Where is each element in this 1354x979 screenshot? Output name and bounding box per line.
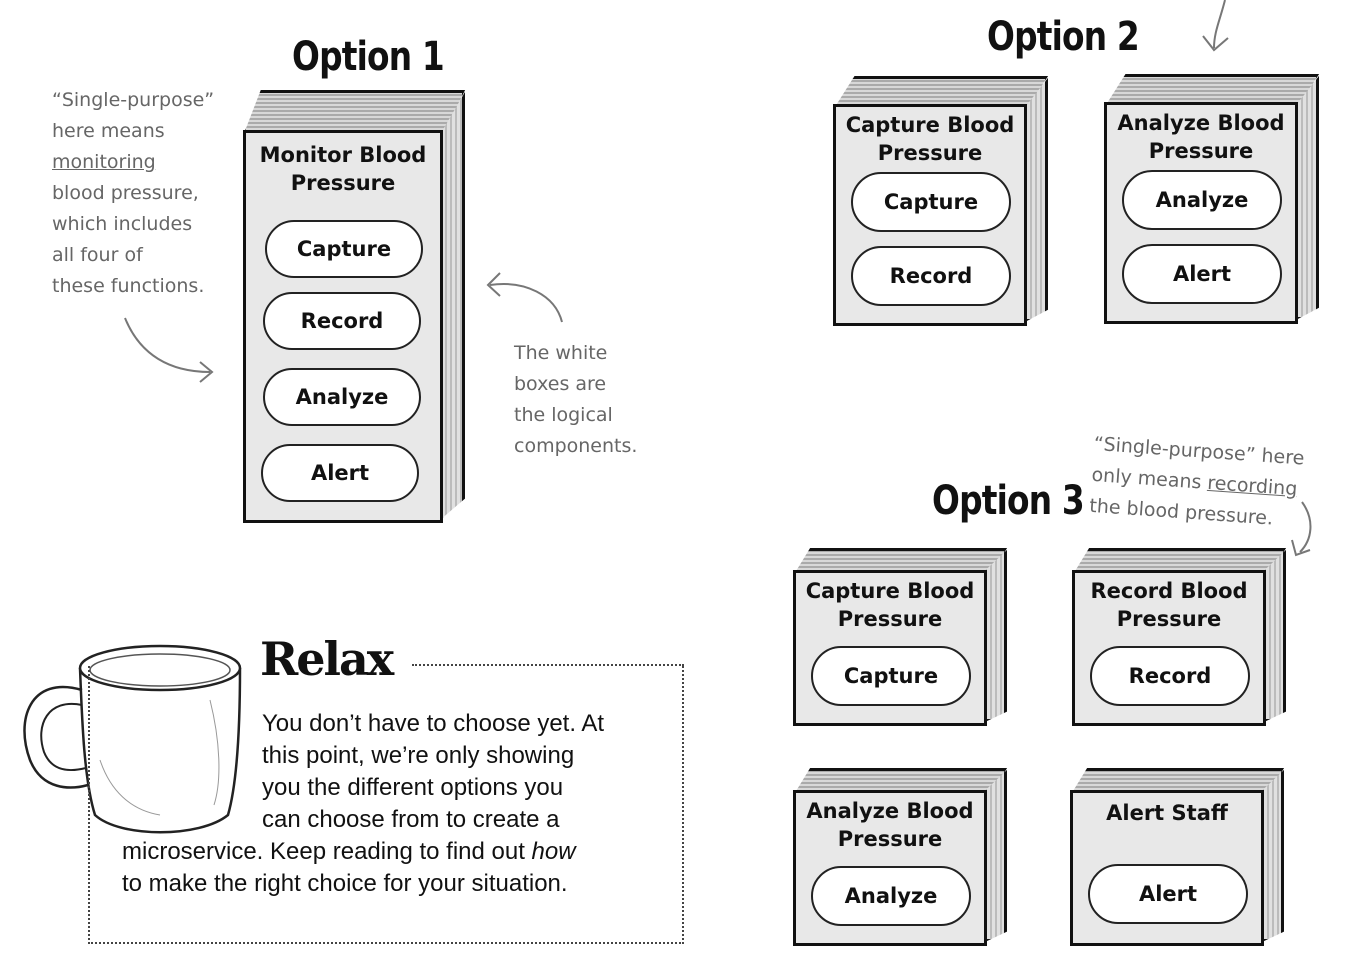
function-capture: Capture [851,172,1011,232]
relax-divider [412,664,684,666]
relax-callout [88,666,684,944]
left-note-line: these functions. [52,275,205,297]
component-label: Capture Blood Pressure [805,579,975,631]
box-side [1262,770,1284,942]
component-label: Capture Blood Pressure [845,113,1015,165]
right-note-arrowhead [1291,539,1311,557]
option3-component-capture: Capture Blood Pressure Capture [793,548,1007,726]
option3-component-alert: Alert Staff Alert [1070,768,1284,946]
function-alert: Alert [1122,244,1282,304]
function-analyze: Analyze [263,368,421,426]
function-analyze: Analyze [1122,170,1282,230]
coffee-mug-icon [23,644,242,834]
box-side [1025,78,1048,322]
relax-text-line: microservice. Keep reading to find out h… [122,836,576,868]
left-note-line: here means [52,120,165,142]
option3-component-record: Record Blood Pressure Record [1072,548,1286,726]
relax-text-line: this point, we’re only showing [262,742,575,769]
function-capture: Capture [811,646,971,706]
left-note-arrow [124,317,211,373]
function-record: Record [263,292,421,350]
component-label: Record Blood Pressure [1090,579,1248,631]
function-record: Record [851,246,1011,306]
function-alert: Alert [261,444,419,502]
relax-text-line: You don’t have to choose yet. At [262,710,605,737]
box-side [985,550,1007,722]
box-side [1264,550,1286,722]
component-label: Monitor Blood Pressure [259,143,427,195]
relax-text: microservice. Keep reading to find out [122,838,532,865]
box-side [985,770,1007,942]
right-note-line: “Single-purpose” here [1093,432,1306,470]
mid-note: The white boxes are the logical componen… [514,342,638,457]
function-record: Record [1090,646,1250,706]
relax-title: Relax [260,632,394,686]
option1-component: Monitor Blood Pressure Capture Record An… [243,90,465,526]
left-note-line: all four of [52,244,143,266]
right-note-line: only means [1090,463,1209,494]
component-label: Alert Staff [1106,801,1228,825]
function-analyze: Analyze [811,866,971,926]
right-note-emphasis: recording [1206,471,1299,501]
left-note-emphasis: monitoring [52,151,156,173]
left-note-line: which includes [52,213,193,235]
option3-component-analyze: Analyze Blood Pressure Analyze [793,768,1007,946]
option1-title: Option 1 [292,34,445,80]
function-alert: Alert [1088,864,1248,924]
relax-text-line: you the different options you [262,774,564,801]
relax-emphasis: how [531,838,576,865]
option3-title: Option 3 [932,478,1085,524]
component-label: Analyze Blood Pressure [1117,111,1285,163]
relax-text-line: to make the right choice for your situat… [122,870,568,897]
option2-title: Option 2 [987,14,1140,60]
top-right-arrow [1213,0,1226,49]
mid-note-arrowhead [486,272,501,297]
left-note-arrowhead [199,361,214,383]
right-note: “Single-purpose” here only means recordi… [1088,398,1307,536]
left-note: “Single-purpose” here means monitoring b… [52,54,214,302]
relax-text-line: can choose from to create a [262,806,560,833]
box-side [1296,76,1319,320]
component-label: Analyze Blood Pressure [806,799,974,851]
mid-note-arrow [489,283,563,323]
box-side [440,92,465,520]
right-note-arrow [1299,501,1312,553]
function-capture: Capture [265,220,423,278]
left-note-line: blood pressure, [52,182,199,204]
top-right-arrowhead [1202,35,1229,52]
option2-component-analyze: Analyze Blood Pressure Analyze Alert [1104,74,1319,326]
left-note-line: “Single-purpose” [52,89,215,111]
option2-component-capture: Capture Blood Pressure Capture Record [833,76,1048,328]
